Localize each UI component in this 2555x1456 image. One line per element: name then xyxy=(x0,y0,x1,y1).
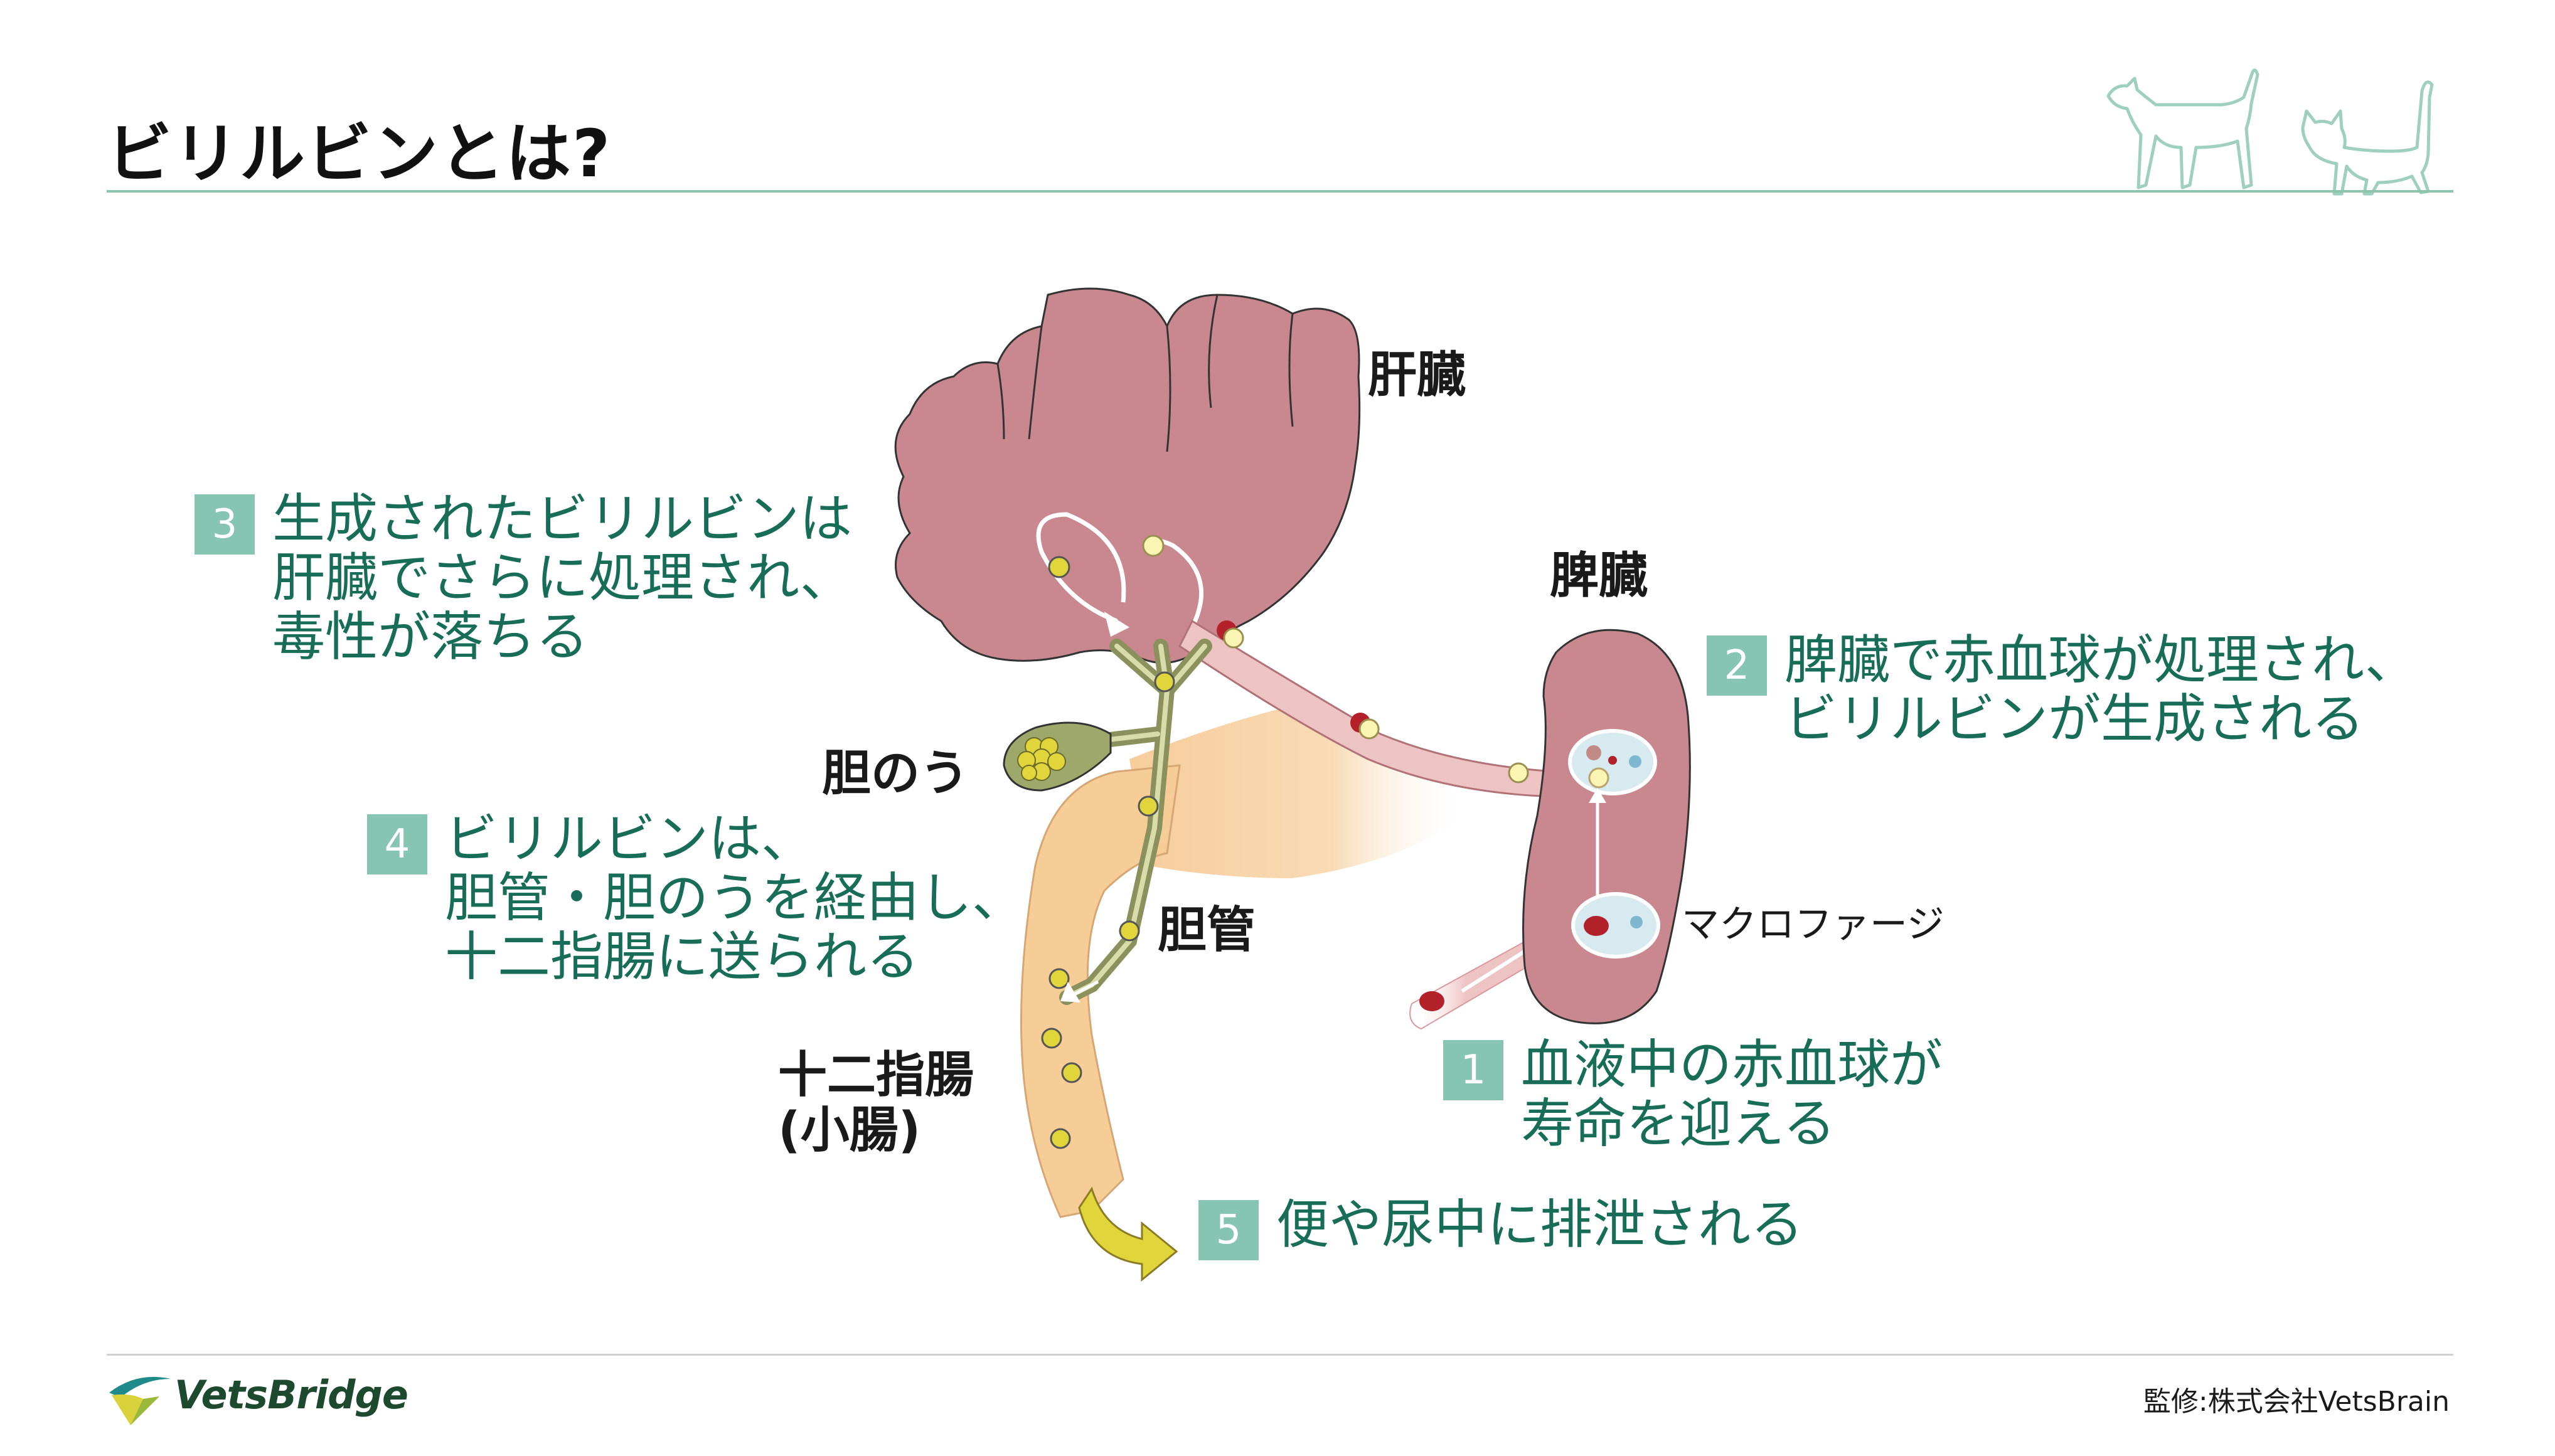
macrophage-upper xyxy=(1568,729,1657,795)
pancreas-shape xyxy=(1129,703,1468,878)
step-number: 5 xyxy=(1198,1200,1259,1260)
supervision-credit: 監修:株式会社VetsBrain xyxy=(2143,1386,2450,1418)
step-1: 1 血液中の赤血球が 寿命を迎える xyxy=(1443,1035,1943,1153)
liver-label: 肝臓 xyxy=(1368,347,1466,403)
excretion-arrow xyxy=(1078,1186,1178,1282)
step-text: 便や尿中に排泄される xyxy=(1276,1194,1804,1255)
macrophage-lower xyxy=(1571,892,1660,959)
title-divider xyxy=(107,190,2453,193)
step-text: 生成されたビリルビンは 肝臓でさらに処理され、 毒性が落ちる xyxy=(272,488,853,667)
liver-flow-arrowhead xyxy=(1104,612,1129,637)
dog-and-cat-icon xyxy=(2106,68,2434,196)
vetsbridge-logo: VetsBridge xyxy=(105,1360,408,1429)
duodenum-shape xyxy=(1020,764,1181,1218)
logo-text: VetsBridge xyxy=(174,1371,408,1418)
vetsbridge-logo-icon xyxy=(109,1376,171,1425)
spleen-label: 脾臓 xyxy=(1550,548,1648,604)
step-3: 3 生成されたビリルビンは 肝臓でさらに処理され、 毒性が落ちる xyxy=(195,489,853,666)
footer-divider xyxy=(107,1354,2453,1356)
step-2: 2 脾臓で赤血球が処理され、 ビリルビンが生成される xyxy=(1707,630,2418,748)
spleen-shape xyxy=(1522,629,1691,1024)
step-text: ビリルビンは、 胆管・胆のうを経由し、 十二指腸に送られる xyxy=(445,808,1025,987)
duodenum-label-line2: (小腸) xyxy=(778,1102,921,1159)
step-text: 脾臓で赤血球が処理され、 ビリルビンが生成される xyxy=(1784,629,2418,750)
step-number: 2 xyxy=(1707,635,1767,696)
bile-duct-label: 胆管 xyxy=(1158,902,1256,959)
page-title: ビリルビンとは? xyxy=(107,115,612,192)
macrophage-label: マクロファージ xyxy=(1682,903,1944,947)
duodenum-label: 十二指腸 (小腸) xyxy=(778,1048,974,1158)
step-4: 4 ビリルビンは、 胆管・胆のうを経由し、 十二指腸に送られる xyxy=(367,809,1025,986)
step-number: 1 xyxy=(1443,1040,1503,1100)
step-number: 4 xyxy=(367,814,427,874)
step-5: 5 便や尿中に排泄される xyxy=(1198,1195,1803,1260)
duodenum-label-line1: 十二指腸 xyxy=(778,1047,974,1103)
step-number: 3 xyxy=(195,494,255,555)
step-text: 血液中の赤血球が 寿命を迎える xyxy=(1521,1034,1943,1154)
gallbladder-label: 胆のう xyxy=(822,745,969,802)
